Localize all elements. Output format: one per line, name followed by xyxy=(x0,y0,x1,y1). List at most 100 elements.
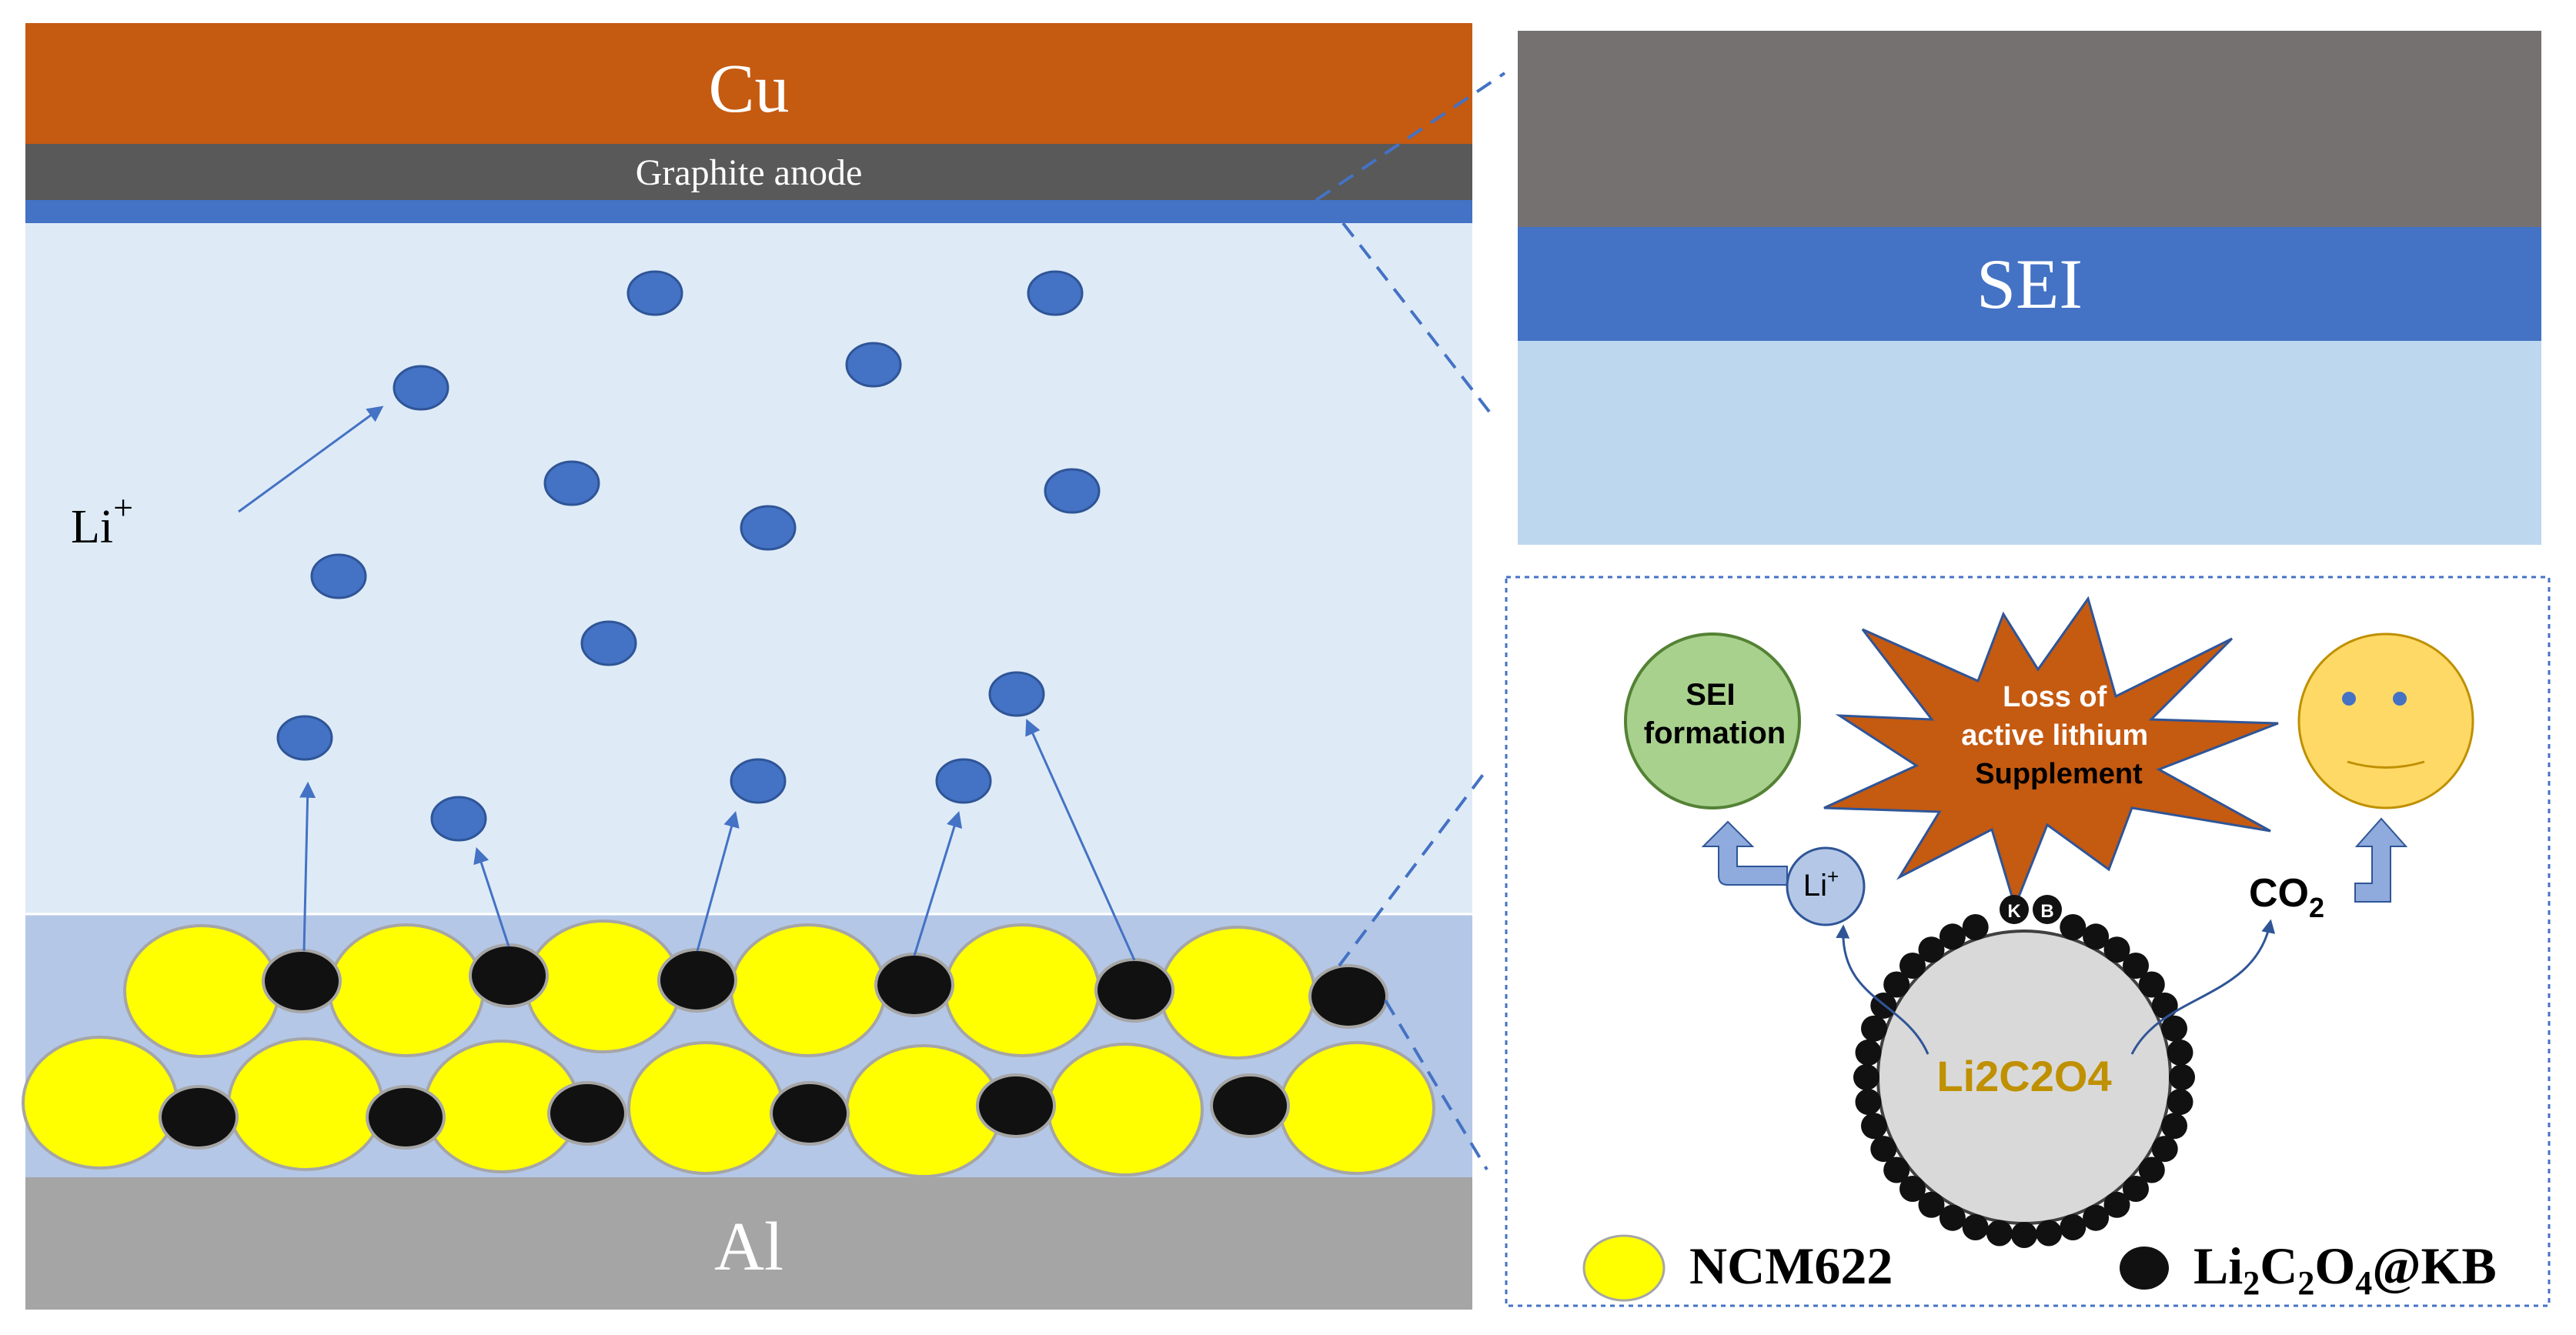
li-ion xyxy=(393,365,449,411)
li-ion xyxy=(276,715,333,761)
li2c2o4-kb-particle xyxy=(770,1081,850,1146)
kb-bead xyxy=(2083,1204,2110,1231)
ncm-particle xyxy=(730,923,887,1057)
li2c2o4-kb-particle xyxy=(976,1073,1056,1138)
loss-supplement-text: Loss of active lithium Supplement xyxy=(1961,681,2156,790)
core-to-li-arrow xyxy=(1836,924,1929,1055)
li-release-arrow xyxy=(1025,719,1136,961)
legend-coated-swatch xyxy=(2120,1247,2169,1290)
kb-bead xyxy=(1853,1064,1879,1090)
kb-bead xyxy=(2011,1222,2037,1248)
li-ion xyxy=(1044,468,1101,514)
co2-to-smiley-arrow xyxy=(2354,817,2408,903)
li2c2o4-kb-particle xyxy=(874,953,954,1017)
ncm-particle xyxy=(627,1041,784,1175)
graphite-anode-label: Graphite anode xyxy=(636,152,863,193)
kb-bead xyxy=(2169,1064,2195,1090)
zoom-line xyxy=(1341,222,1491,413)
kb-bead xyxy=(1883,971,1910,998)
kb-bead xyxy=(2138,1156,2165,1183)
sei-formation-bubble xyxy=(1624,632,1801,809)
kb-bead xyxy=(1962,914,1989,940)
smiley-face xyxy=(2297,632,2474,809)
co2-label: CO2 xyxy=(2249,871,2324,923)
li-ion xyxy=(310,553,367,599)
kb-k-label: K xyxy=(2007,901,2021,922)
kb-bead xyxy=(1939,923,1966,950)
mechanism-panel: SEI formation Loss of active lithium Sup… xyxy=(1505,576,2551,1307)
copper-collector xyxy=(25,23,1472,144)
ncm-particle xyxy=(1159,926,1316,1060)
kb-bead xyxy=(1939,1204,1966,1231)
li2c2o4-kb-particle xyxy=(262,949,342,1013)
li-release-arrows xyxy=(299,719,1136,961)
kb-bead xyxy=(1986,1220,2013,1247)
zoom-line xyxy=(1315,72,1506,202)
ncm-particle xyxy=(328,923,485,1057)
li-release-arrow xyxy=(696,810,740,952)
kb-bead xyxy=(2161,1113,2187,1140)
sei-label: SEI xyxy=(1976,245,2083,323)
legend-coated-label: Li2C2O4@KB xyxy=(2193,1237,2497,1302)
smiley-eye xyxy=(2342,692,2356,706)
li-ion-bubble-text: Li+ xyxy=(1803,865,1839,903)
kb-bead xyxy=(1861,1015,1887,1042)
li-ion-label: Li+ xyxy=(71,488,133,553)
kb-bead xyxy=(1899,953,1926,979)
sei-formation-text: SEI formation xyxy=(1644,678,1786,750)
li2c2o4-kb-particle xyxy=(1308,964,1388,1029)
li2c2o4-kb-particle xyxy=(657,948,737,1013)
li-ion-bubble xyxy=(1786,846,1866,926)
li-ion xyxy=(543,460,600,506)
aluminum-collector xyxy=(25,1177,1472,1310)
kb-bead xyxy=(1870,1136,1897,1163)
kb-bead xyxy=(2060,1214,2087,1240)
li-ion xyxy=(626,270,683,316)
cathode-particles xyxy=(22,919,1435,1178)
li-ion-label-arrow xyxy=(238,406,384,513)
li-to-sei-arrow xyxy=(1701,820,1788,886)
ncm-particle xyxy=(1047,1043,1204,1176)
loss-supplement-starburst xyxy=(1823,596,2279,910)
li-ion xyxy=(935,758,992,804)
cell-cross-section: Cu Graphite anode Al Li+ xyxy=(22,23,1472,1310)
kb-bead xyxy=(2167,1039,2193,1066)
li-ion xyxy=(845,342,902,388)
kb-shell xyxy=(1853,914,2195,1248)
kb-bead xyxy=(1899,1176,1926,1202)
li-release-arrow xyxy=(299,781,316,952)
kb-bead xyxy=(2151,992,2178,1019)
li-ion xyxy=(580,620,637,666)
ncm-particle xyxy=(227,1037,384,1171)
li2c2o4-kb-particle xyxy=(159,1085,239,1150)
kb-bead xyxy=(2103,936,2130,963)
core-label: Li2C2O4 xyxy=(1936,1052,2111,1100)
core-to-co2-arrow xyxy=(2130,919,2276,1055)
kb-bead xyxy=(2060,914,2087,940)
ncm-particle xyxy=(123,924,280,1058)
kb-bead xyxy=(2083,923,2110,950)
kb-bead xyxy=(1855,1039,1882,1066)
kb-bead xyxy=(2151,1136,2178,1163)
aluminum-label: Al xyxy=(714,1209,783,1285)
kb-bead xyxy=(2138,971,2165,998)
li2c2o4-kb-particle xyxy=(469,943,549,1008)
kb-bead xyxy=(1883,1156,1910,1183)
ncm-particle xyxy=(525,919,682,1053)
zoom-sei xyxy=(1518,227,2541,341)
kb-b-bead xyxy=(2033,895,2062,924)
smiley-eye xyxy=(2393,692,2407,706)
legend-ncm-swatch xyxy=(1582,1234,1666,1302)
li-ion xyxy=(430,796,487,842)
legend-ncm-label: NCM622 xyxy=(1689,1237,1893,1295)
ncm-particle xyxy=(1278,1041,1435,1175)
li2c2o4-kb-particle xyxy=(1210,1073,1290,1138)
kb-b-label: B xyxy=(2040,901,2053,922)
ncm-particle xyxy=(22,1036,179,1170)
kb-bead xyxy=(2123,1176,2149,1202)
li2c2o4-kb-particle xyxy=(366,1085,446,1150)
li-ion xyxy=(740,505,797,551)
li-ion xyxy=(1027,270,1084,316)
kb-bead xyxy=(1918,1191,1945,1218)
